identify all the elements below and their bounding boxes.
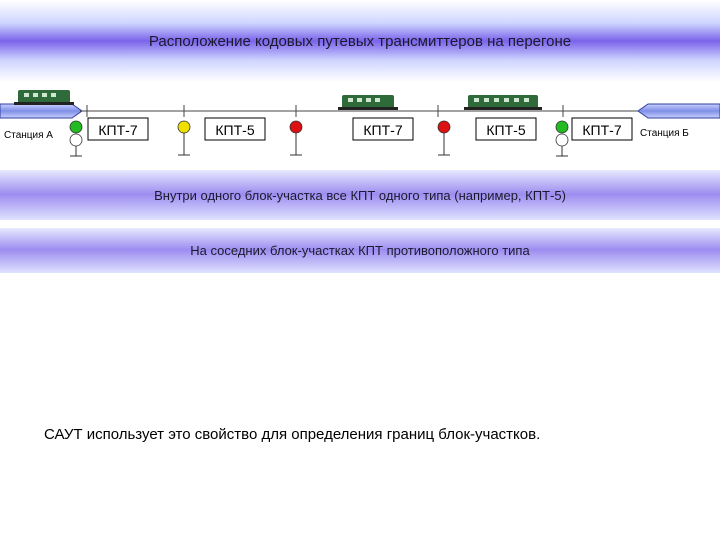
signal-lamp-white: [555, 133, 569, 147]
caption-band-adjacent: На соседних блок-участках КПТ противопол…: [0, 228, 720, 273]
signal-lamp-green: [69, 120, 83, 134]
kpt-label: КПТ-7: [363, 122, 402, 138]
signal-lamp-white: [69, 133, 83, 147]
signal-2: [177, 120, 191, 156]
signal-4: [437, 120, 451, 156]
train-icon: [338, 95, 398, 110]
signal-1: [69, 120, 83, 157]
track-diagram: Станция А Станция Б КПТ-7 КПТ-5 КПТ-7 КП…: [0, 90, 720, 157]
page-title: Расположение кодовых путевых трансмиттер…: [148, 32, 572, 50]
signal-3: [289, 120, 303, 156]
station-b-label: Станция Б: [640, 128, 689, 139]
kpt-label: КПТ-5: [486, 122, 525, 138]
kpt-box-1: КПТ-7: [87, 117, 149, 141]
train-icon: [14, 90, 74, 105]
kpt-label: КПТ-7: [98, 122, 137, 138]
train-icon: [464, 95, 542, 110]
signal-lamp-green: [555, 120, 569, 134]
signal-5: [555, 120, 569, 157]
station-a-platform: [0, 103, 83, 119]
title-band: Расположение кодовых путевых трансмиттер…: [0, 0, 720, 82]
kpt-label: КПТ-5: [215, 122, 254, 138]
caption-same-type: Внутри одного блок-участка все КПТ одног…: [154, 187, 566, 203]
kpt-label: КПТ-7: [582, 122, 621, 138]
block-boundaries: [86, 105, 564, 117]
station-b-platform: [637, 103, 720, 119]
signal-lamp-red: [437, 120, 451, 134]
kpt-box-3: КПТ-7: [352, 117, 414, 141]
kpt-box-4: КПТ-5: [475, 117, 537, 141]
kpt-box-2: КПТ-5: [204, 117, 266, 141]
caption-adjacent-opposite: На соседних блок-участках КПТ противопол…: [190, 243, 530, 258]
kpt-box-5: КПТ-7: [571, 117, 633, 141]
caption-band-same-type: Внутри одного блок-участка все КПТ одног…: [0, 170, 720, 220]
signal-lamp-yellow: [177, 120, 191, 134]
station-a-label: Станция А: [4, 130, 53, 141]
footer-statement: САУТ использует это свойство для определ…: [44, 426, 541, 443]
signal-lamp-red: [289, 120, 303, 134]
